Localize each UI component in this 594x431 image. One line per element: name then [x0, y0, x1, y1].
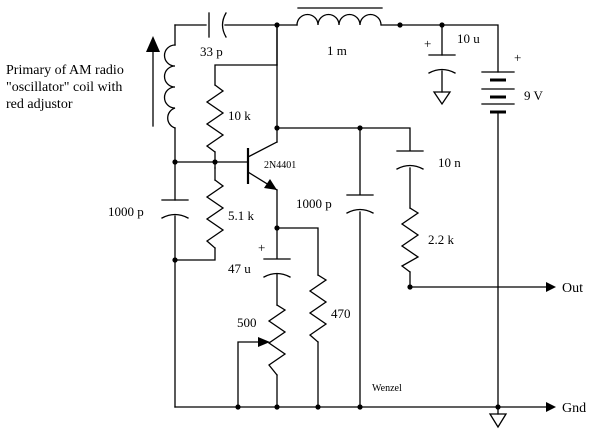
label-out: Out	[562, 281, 583, 296]
coil-note: Primary of AM radio "oscillator" coil wi…	[6, 63, 124, 112]
label-1000p-left: 1000 p	[108, 204, 144, 219]
label-10k: 10 k	[228, 108, 251, 123]
capacitor-33p: 33 p	[200, 12, 227, 59]
plus-sign-10u: +	[424, 36, 431, 51]
capacitor-1000p-collector: 1000 p	[296, 194, 374, 214]
adjust-arrow-icon	[146, 36, 160, 52]
label-2-2k: 2.2 k	[428, 232, 455, 247]
label-transistor: 2N4401	[264, 160, 296, 171]
note-line-1: Primary of AM radio	[6, 63, 124, 78]
label-5-1k: 5.1 k	[228, 208, 255, 223]
note-line-2: "oscillator" coil with	[6, 80, 122, 95]
resistor-5-1k: 5.1 k	[205, 179, 255, 249]
emitter-arrow-icon	[264, 179, 277, 190]
gnd-arrow-icon	[546, 402, 556, 412]
capacitor-1000p-left: 1000 p	[108, 199, 189, 219]
note-line-3: red adjustor	[6, 97, 73, 112]
label-10u: 10 u	[457, 31, 480, 46]
terminal-out: Out	[546, 281, 583, 296]
plus-sign-battery: +	[514, 50, 521, 65]
label-33p: 33 p	[200, 44, 223, 59]
label-gnd: Gnd	[562, 401, 586, 416]
ground-symbol-supply-cap	[432, 91, 452, 106]
label-47u: 47 u	[228, 261, 251, 276]
potentiometer-500: 500	[237, 304, 287, 376]
out-arrow-icon	[546, 282, 556, 292]
resistor-470: 470	[308, 274, 351, 343]
capacitor-47u: + 47 u	[228, 240, 291, 278]
resistor-10k: 10 k	[205, 84, 251, 153]
label-470: 470	[331, 306, 351, 321]
resistor-2-2k: 2.2 k	[400, 207, 455, 273]
capacitor-10n: 10 n	[396, 150, 461, 170]
battery-9v: + 9 V	[481, 50, 544, 114]
credit-wenzel: Wenzel	[372, 383, 402, 394]
label-1000p-collector: 1000 p	[296, 196, 332, 211]
label-9v: 9 V	[524, 88, 544, 103]
plus-sign-47u: +	[258, 240, 265, 255]
terminal-gnd: Gnd	[546, 401, 586, 416]
junction-dots	[172, 22, 501, 410]
ground-symbol-main	[488, 413, 508, 429]
oscillator-coil	[146, 36, 176, 129]
capacitor-10u: + 10 u	[424, 31, 480, 74]
label-500: 500	[237, 315, 257, 330]
label-10n: 10 n	[438, 155, 461, 170]
inductor-1m: 1 m	[296, 7, 383, 58]
label-1m: 1 m	[327, 43, 347, 58]
wiper-arrow-icon	[258, 337, 270, 347]
transistor-2n4401: 2N4401	[246, 141, 296, 191]
